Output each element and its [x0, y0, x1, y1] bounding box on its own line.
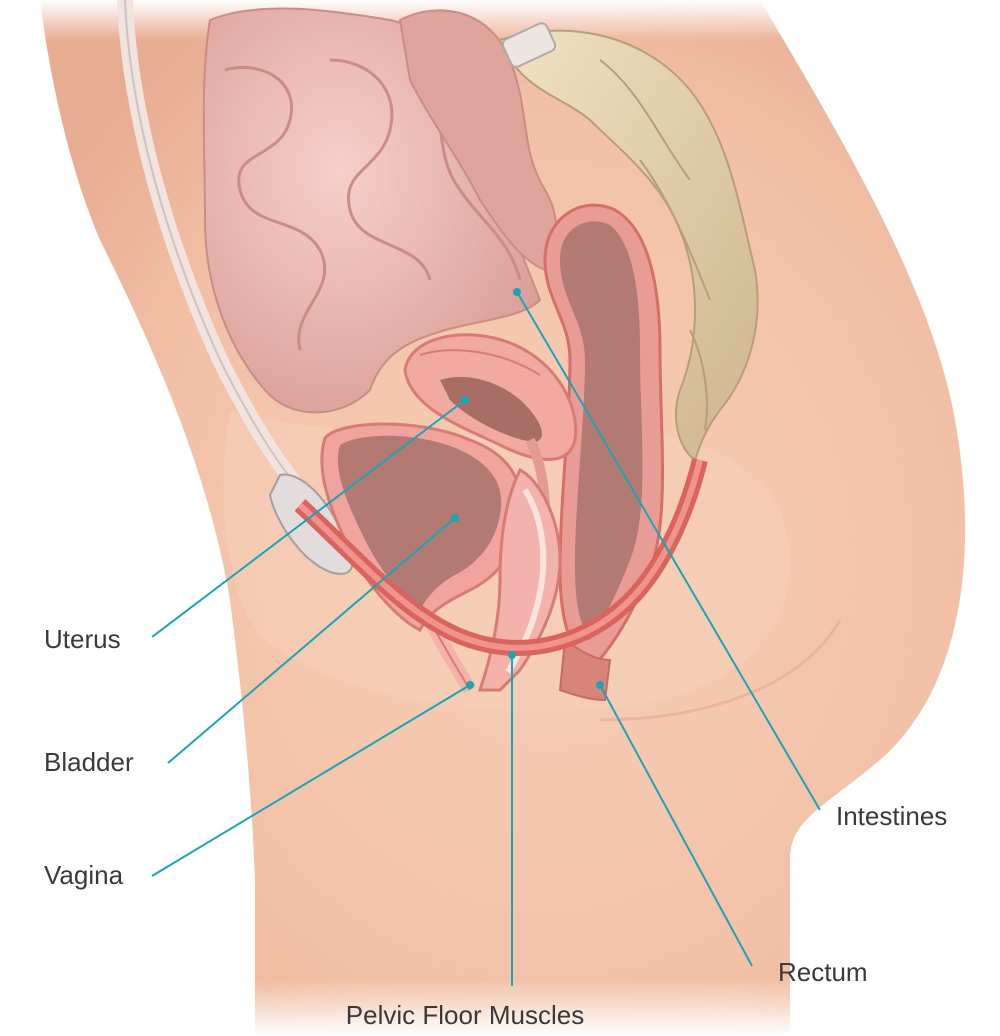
vagina-label: Vagina	[44, 860, 124, 890]
intestines-leader-line	[516, 291, 821, 811]
uterus-pointer-dot	[461, 396, 469, 404]
sacrum	[498, 22, 759, 462]
bladder-pointer-dot	[451, 514, 459, 522]
pelvic-floor-muscles-label: Pelvic Floor Muscles	[346, 1000, 584, 1030]
uterus-label: Uterus	[44, 624, 121, 654]
pelvic-floor-muscles	[294, 458, 708, 656]
labels: Uterus Bladder Vagina Pelvic Floor Muscl…	[44, 624, 947, 1030]
rectum-pointer-dot	[596, 681, 604, 689]
rectum-label: Rectum	[778, 957, 868, 987]
bladder-leader-line	[167, 517, 456, 764]
intestines-pointer-dot	[513, 288, 521, 296]
bladder-label: Bladder	[44, 747, 134, 777]
pelvic-floor-pointer-dot	[508, 651, 516, 659]
uterus-leader-line	[151, 399, 466, 638]
leader-lines	[151, 288, 821, 986]
vagina-pointer-dot	[466, 681, 474, 689]
vagina-leader-line	[151, 684, 471, 877]
intestines-label: Intestines	[836, 801, 947, 831]
rectum-leader-line	[599, 684, 753, 967]
intestines	[202, 7, 558, 414]
rectum	[543, 203, 664, 702]
